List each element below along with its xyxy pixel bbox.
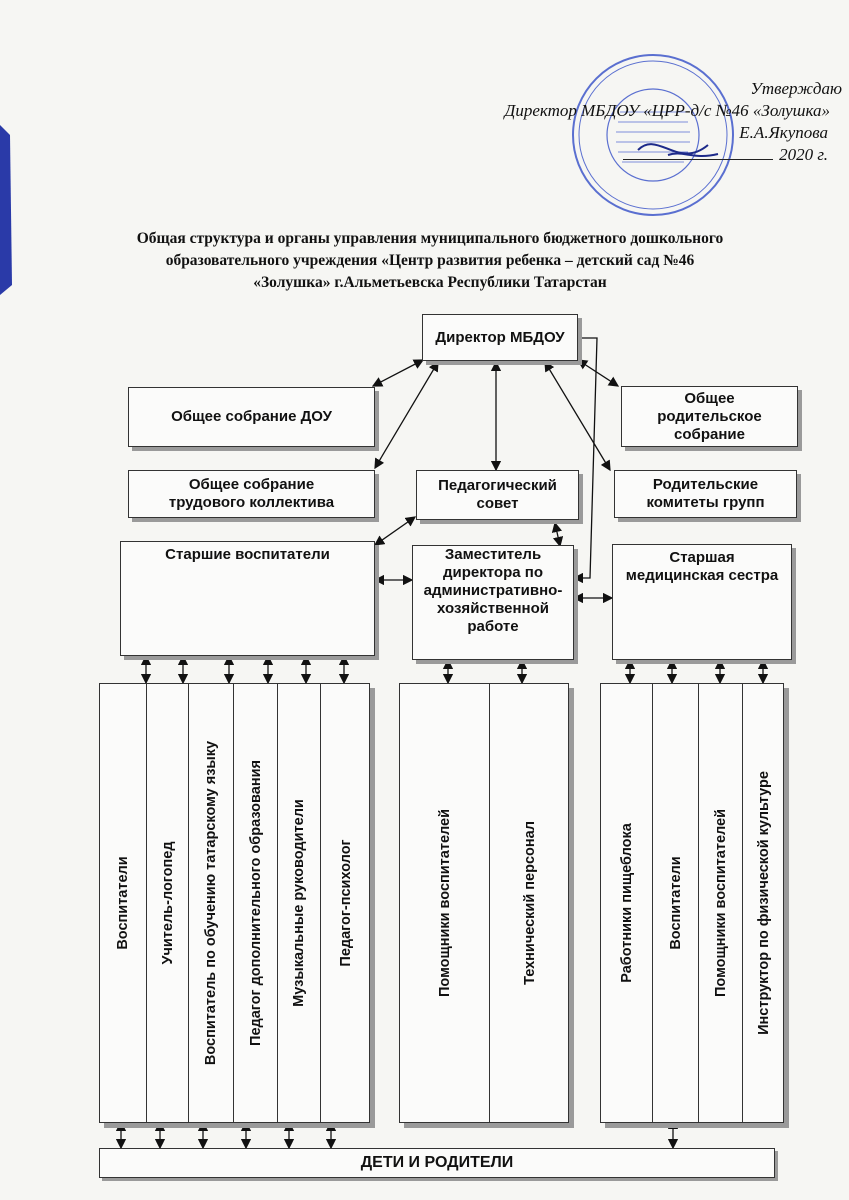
staff-label: Воспитатели	[667, 856, 684, 950]
general-meeting-box: Общее собрание ДОУ	[128, 387, 375, 447]
staff-column: Учитель-логопед	[147, 684, 189, 1122]
title-line-1: Общая структура и органы управления муни…	[136, 230, 724, 247]
staff-label: Помощники воспитателей	[712, 808, 729, 998]
staff-column: Помощники воспитателей	[699, 684, 743, 1122]
senior-nurse-box: Старшая медицинская сестра	[612, 544, 792, 660]
staff-label: Воспитатели	[115, 856, 131, 950]
approval-block: Утверждаю Директор МБДОУ «ЦРР-д/с №46 «З…	[470, 78, 843, 166]
approval-director: Директор МБДОУ «ЦРР-д/с №46 «Золушка»	[504, 101, 831, 120]
children-parents-bar: ДЕТИ И РОДИТЕЛИ	[99, 1148, 775, 1178]
staff-column: Помощники воспитателей	[400, 684, 490, 1122]
right-staff-group: Работники пищеблока Воспитатели Помощник…	[600, 683, 784, 1123]
staff-column: Музыкальные руководители	[278, 684, 321, 1122]
page-title: Общая структура и органы управления муни…	[120, 228, 740, 294]
staff-column: Инструктор по физической культуре	[743, 684, 785, 1122]
parent-committees-box: Родительские комитеты групп	[614, 470, 797, 518]
official-stamp	[572, 54, 734, 216]
left-staff-group: Воспитатели Учитель-логопед Воспитатель …	[99, 683, 370, 1123]
staff-label: Воспитатель по обучению татарскому языку	[203, 740, 219, 1066]
staff-column: Технический персонал	[490, 684, 570, 1122]
title-line-2: образовательного учреждения «Центр разви…	[165, 252, 695, 269]
staff-column: Воспитатели	[100, 684, 147, 1122]
title-line-3: «Золушка» г.Альметьевска Республики Тата…	[253, 274, 607, 291]
ped-council-box: Педагогический совет	[416, 470, 579, 520]
staff-label: Музыкальные руководители	[291, 799, 307, 1007]
staff-column: Воспитатели	[653, 684, 699, 1122]
staff-label: Помощники воспитателей	[436, 808, 453, 998]
staff-column: Педагог-психолог	[321, 684, 371, 1122]
approval-date: 2020 г.	[470, 144, 842, 166]
staff-label: Инструктор по физической культуре	[756, 771, 772, 1035]
staff-label: Педагог-психолог	[338, 839, 354, 967]
staff-label: Педагог дополнительного образования	[247, 760, 264, 1046]
approval-year: 2020 г.	[779, 145, 828, 164]
approval-word: Утверждаю	[750, 79, 842, 98]
staff-label: Технический персонал	[522, 821, 538, 985]
director-box: Директор МБДОУ	[422, 314, 578, 361]
staff-label: Учитель-логопед	[159, 841, 176, 965]
parent-meeting-box: Общее родительское собрание	[621, 386, 798, 447]
staff-column: Работники пищеблока	[601, 684, 653, 1122]
senior-educators-box: Старшие воспитатели	[120, 541, 375, 656]
approval-signatory: Е.А.Якупова	[739, 123, 828, 142]
staff-column: Педагог дополнительного образования	[234, 684, 278, 1122]
staff-column: Воспитатель по обучению татарскому языку	[189, 684, 234, 1122]
middle-staff-group: Помощники воспитателей Технический персо…	[399, 683, 569, 1123]
page-edge-strip	[0, 125, 12, 295]
deputy-box: Заместитель директора по административно…	[412, 545, 574, 660]
staff-label: Работники пищеблока	[618, 823, 635, 983]
labor-meeting-box: Общее собрание трудового коллектива	[128, 470, 375, 518]
